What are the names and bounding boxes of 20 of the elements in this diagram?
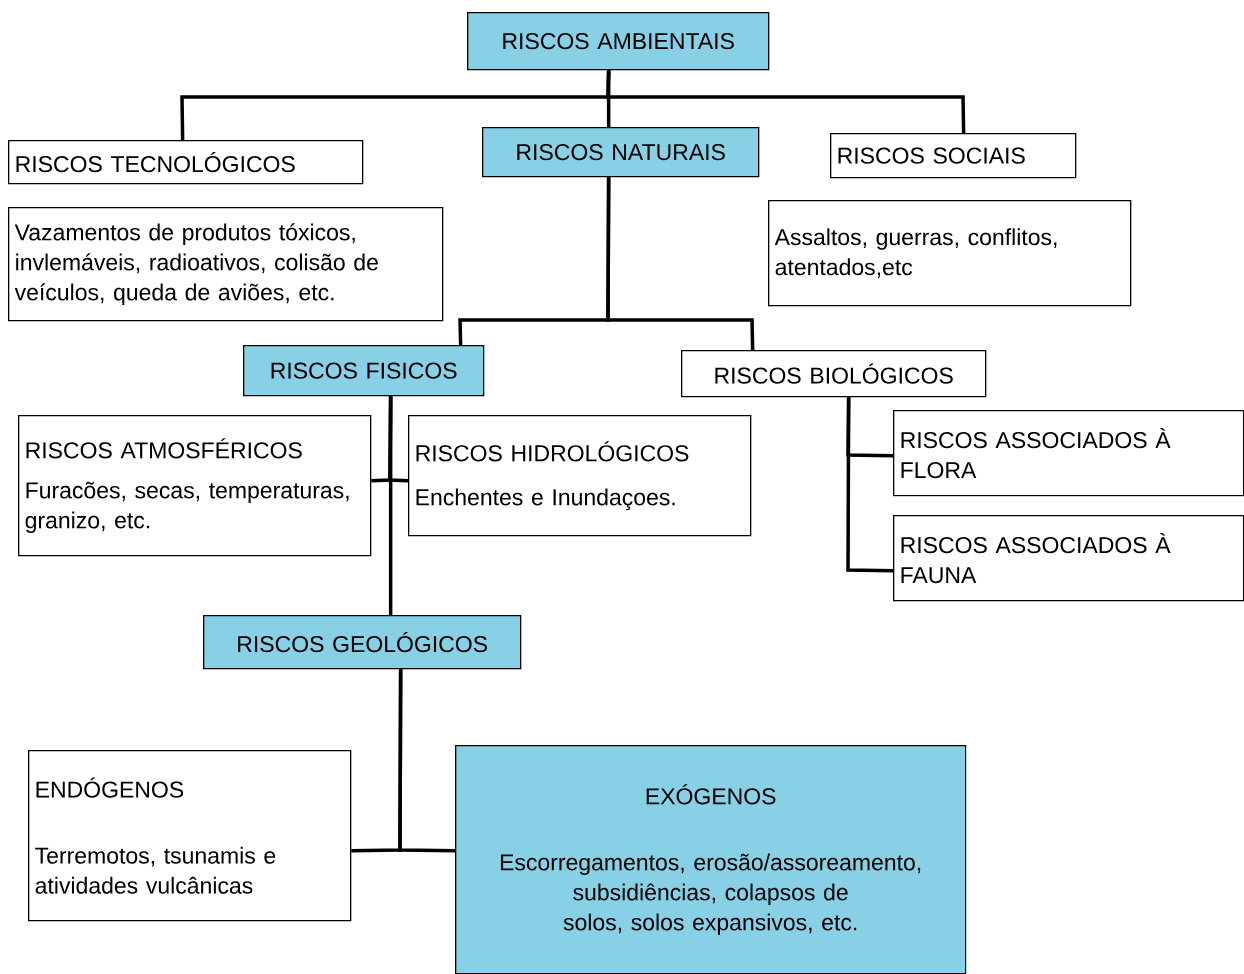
category-box: RISCOS HIDROLÓGICOS Enchentes e Inundaçoes. <box>408 415 752 537</box>
connector-line <box>388 396 393 615</box>
connector-line <box>606 177 755 351</box>
category-box: RISCOS GEOLÓGICOS <box>203 615 522 670</box>
connector-line <box>606 70 966 134</box>
category-box: RISCOS ATMOSFÉRICOS Furacões, secas, temperaturas, granizo, etc. <box>18 415 372 557</box>
category-box: RISCOS NATURAIS <box>482 127 760 178</box>
category-box: RISCOS TECNOLÓGICOS <box>8 140 364 185</box>
category-box: RISCOS ASSOCIADOS À FAUNA <box>893 515 1244 602</box>
connector-line <box>846 397 894 573</box>
category-box: Vazamentos de produtos tóxicos, invlemáveis, radioativos, colisão de veículos, queda de aviões, etc. <box>8 207 444 322</box>
category-box: RISCOS FISICOS <box>243 345 485 397</box>
category-box: RISCOS BIOLÓGICOS <box>681 350 987 398</box>
category-box: ENDÓGENOS Terremotos, tsunamis e atividades vulcânicas <box>28 750 352 922</box>
category-box: RISCOS SOCIAIS <box>830 133 1077 179</box>
category-box: RISCOS AMBIENTAIS <box>467 12 770 71</box>
connector-line <box>398 669 456 853</box>
category-box: RISCOS ASSOCIADOS À FLORA <box>893 410 1244 497</box>
category-box: Assaltos, guerras, conflitos, atentados,etc <box>768 200 1132 307</box>
category-box: EXÓGENOS Escorregamentos, erosão/assoreamento, subsidiências, colapsos de solos, solos expansivos, etc. <box>455 745 967 974</box>
